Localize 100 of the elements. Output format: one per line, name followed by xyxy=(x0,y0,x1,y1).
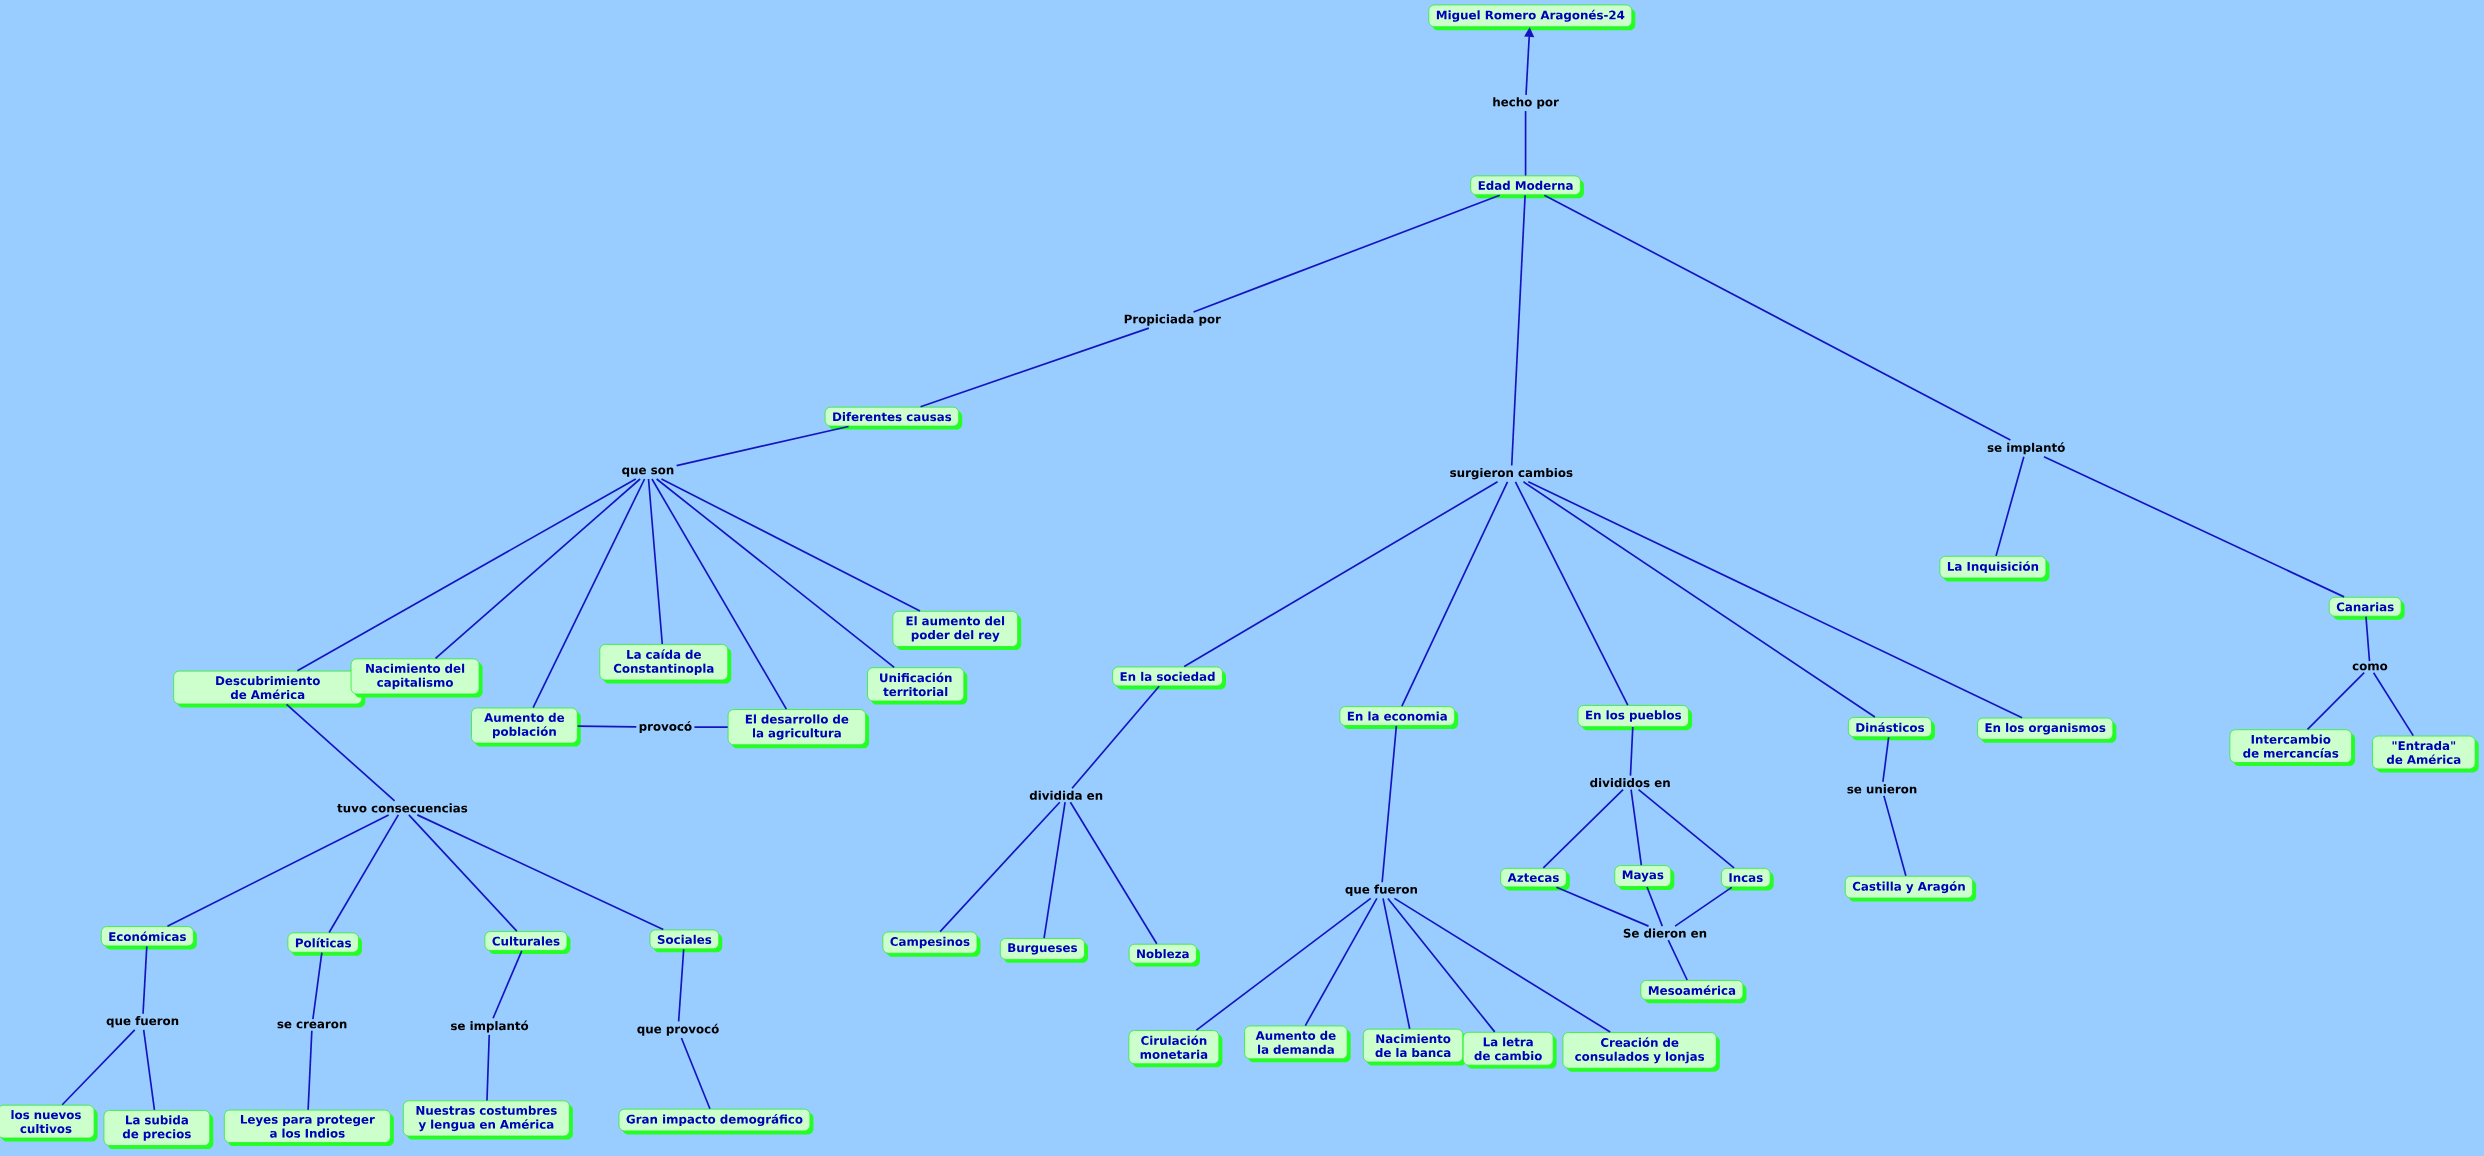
linking-phrase: se crearon xyxy=(274,1019,350,1031)
connector-line xyxy=(434,477,641,660)
connector-line xyxy=(1514,480,1629,706)
concept-box: Culturales xyxy=(484,930,571,954)
concept-box: Sociales xyxy=(649,929,723,953)
connector-line xyxy=(680,1037,711,1110)
concept-box: Unificación territorial xyxy=(867,667,968,705)
concept-box: "Entrada" de América xyxy=(2372,735,2479,773)
linking-phrase: se implantó xyxy=(1984,440,2068,457)
connector-line xyxy=(660,477,921,612)
connector-line xyxy=(1304,897,1378,1027)
connector-line xyxy=(1510,194,1526,467)
connector-line xyxy=(408,813,518,932)
connector-line xyxy=(1542,788,1624,869)
concept-box: Aumento de la demanda xyxy=(1244,1025,1351,1063)
linking-phrase: tuvo consecuencias xyxy=(334,801,470,815)
connector-line xyxy=(1667,938,1688,981)
connector-line xyxy=(2306,671,2366,730)
connector-line xyxy=(328,813,400,934)
concept-box: Cirulación monetaria xyxy=(1128,1029,1223,1068)
connector-line xyxy=(1882,736,1890,783)
connector-line xyxy=(1071,685,1160,789)
concept-box: Aumento de población xyxy=(471,707,581,747)
concept-box: Dinásticos xyxy=(1847,716,1935,741)
connector-line xyxy=(1995,455,2025,557)
concept-box: Leyes para proteger a los Indios xyxy=(223,1109,394,1146)
concept-box: La caída de Constantinopla xyxy=(599,643,732,684)
connector-line xyxy=(1195,897,1372,1031)
connector-line xyxy=(1630,788,1643,866)
concept-box: Intercambio de mercancías xyxy=(2229,729,2356,766)
connector-line xyxy=(61,1028,136,1106)
concept-box: El aumento del poder del rey xyxy=(892,610,1022,650)
concept-box: Burgueses xyxy=(999,937,1088,963)
connector-line xyxy=(1183,480,1499,668)
connector-line xyxy=(416,813,665,931)
concept-box: Campesinos xyxy=(882,931,981,957)
connector-line xyxy=(142,945,148,1015)
connector-line xyxy=(651,477,788,710)
linking-phrase: se unieron xyxy=(1844,782,1920,796)
connector-line xyxy=(1192,194,1501,313)
concept-box: los nuevos cultivos xyxy=(0,1104,98,1142)
concept-box: La subida de precios xyxy=(103,1109,214,1149)
connector-line xyxy=(166,813,390,927)
concept-box: Aztecas xyxy=(1500,867,1570,891)
connector-line xyxy=(492,949,523,1019)
connector-line xyxy=(2365,615,2371,662)
connector-line xyxy=(1543,194,2012,441)
concept-box: Miguel Romero Aragonés-24 xyxy=(1428,4,1636,30)
connector-line xyxy=(1637,788,1735,869)
connector-line xyxy=(693,726,729,728)
connector-line xyxy=(296,477,637,672)
concept-box: Económicas xyxy=(100,925,197,950)
concept-box: Mesoamérica xyxy=(1640,979,1747,1004)
concept-box: Creación de consulados y lonjas xyxy=(1562,1031,1720,1072)
connector-line xyxy=(677,948,685,1022)
connector-line xyxy=(1674,886,1733,927)
linking-phrase: que son xyxy=(619,465,677,479)
concept-box: Descubrimiento de América xyxy=(173,670,366,708)
concept-box: Nacimiento del capitalismo xyxy=(350,658,483,698)
connector-line xyxy=(655,477,896,668)
linking-phrase: Se dieron en xyxy=(1620,926,1710,940)
connector-line xyxy=(1401,480,1509,707)
connector-line xyxy=(2372,671,2415,737)
concept-box: Gran impacto demográfico xyxy=(618,1108,814,1135)
connector-line xyxy=(1629,726,1634,777)
connector-line xyxy=(919,327,1150,408)
connector-line xyxy=(1555,886,1650,927)
concept-box: En los pueblos xyxy=(1577,704,1693,730)
concept-box: Nobleza xyxy=(1128,943,1200,967)
connector-line xyxy=(939,801,1061,933)
concept-box: La Inquisición xyxy=(1939,555,2050,582)
connector-line xyxy=(1387,897,1496,1033)
connector-line xyxy=(1043,801,1066,939)
connector-line xyxy=(1646,885,1664,927)
connector-line xyxy=(532,477,646,709)
concept-box: Incas xyxy=(1720,867,1774,891)
connector-line xyxy=(1522,480,1876,718)
concept-box: Canarias xyxy=(2328,596,2405,620)
connector-line xyxy=(1393,897,1611,1033)
connector-line xyxy=(1381,724,1398,883)
linking-phrase: que fueron xyxy=(1342,882,1420,898)
concept-box: Políticas xyxy=(287,932,362,956)
connector-line xyxy=(1883,794,1907,877)
connector-line xyxy=(307,1029,313,1111)
connector-line xyxy=(1524,110,1527,177)
connector-line xyxy=(647,477,664,645)
concept-box: Castilla y Aragón xyxy=(1844,875,1977,902)
connector-line xyxy=(142,1028,156,1111)
connector-line xyxy=(1382,897,1411,1030)
connector-line xyxy=(312,951,323,1020)
connector-line xyxy=(1527,480,2023,719)
linking-phrase: como xyxy=(2350,661,2390,673)
connector-line xyxy=(576,725,638,728)
connector-line xyxy=(1069,801,1158,945)
concept-box: En la economia xyxy=(1339,705,1459,729)
connector-line xyxy=(285,703,396,802)
concept-box: Nacimiento de la banca xyxy=(1362,1028,1467,1066)
concept-box: Edad Moderna xyxy=(1470,175,1584,199)
concept-box: Nuestras costumbres y lengua en América xyxy=(402,1100,573,1140)
concept-box: En los organismos xyxy=(1977,717,2117,743)
